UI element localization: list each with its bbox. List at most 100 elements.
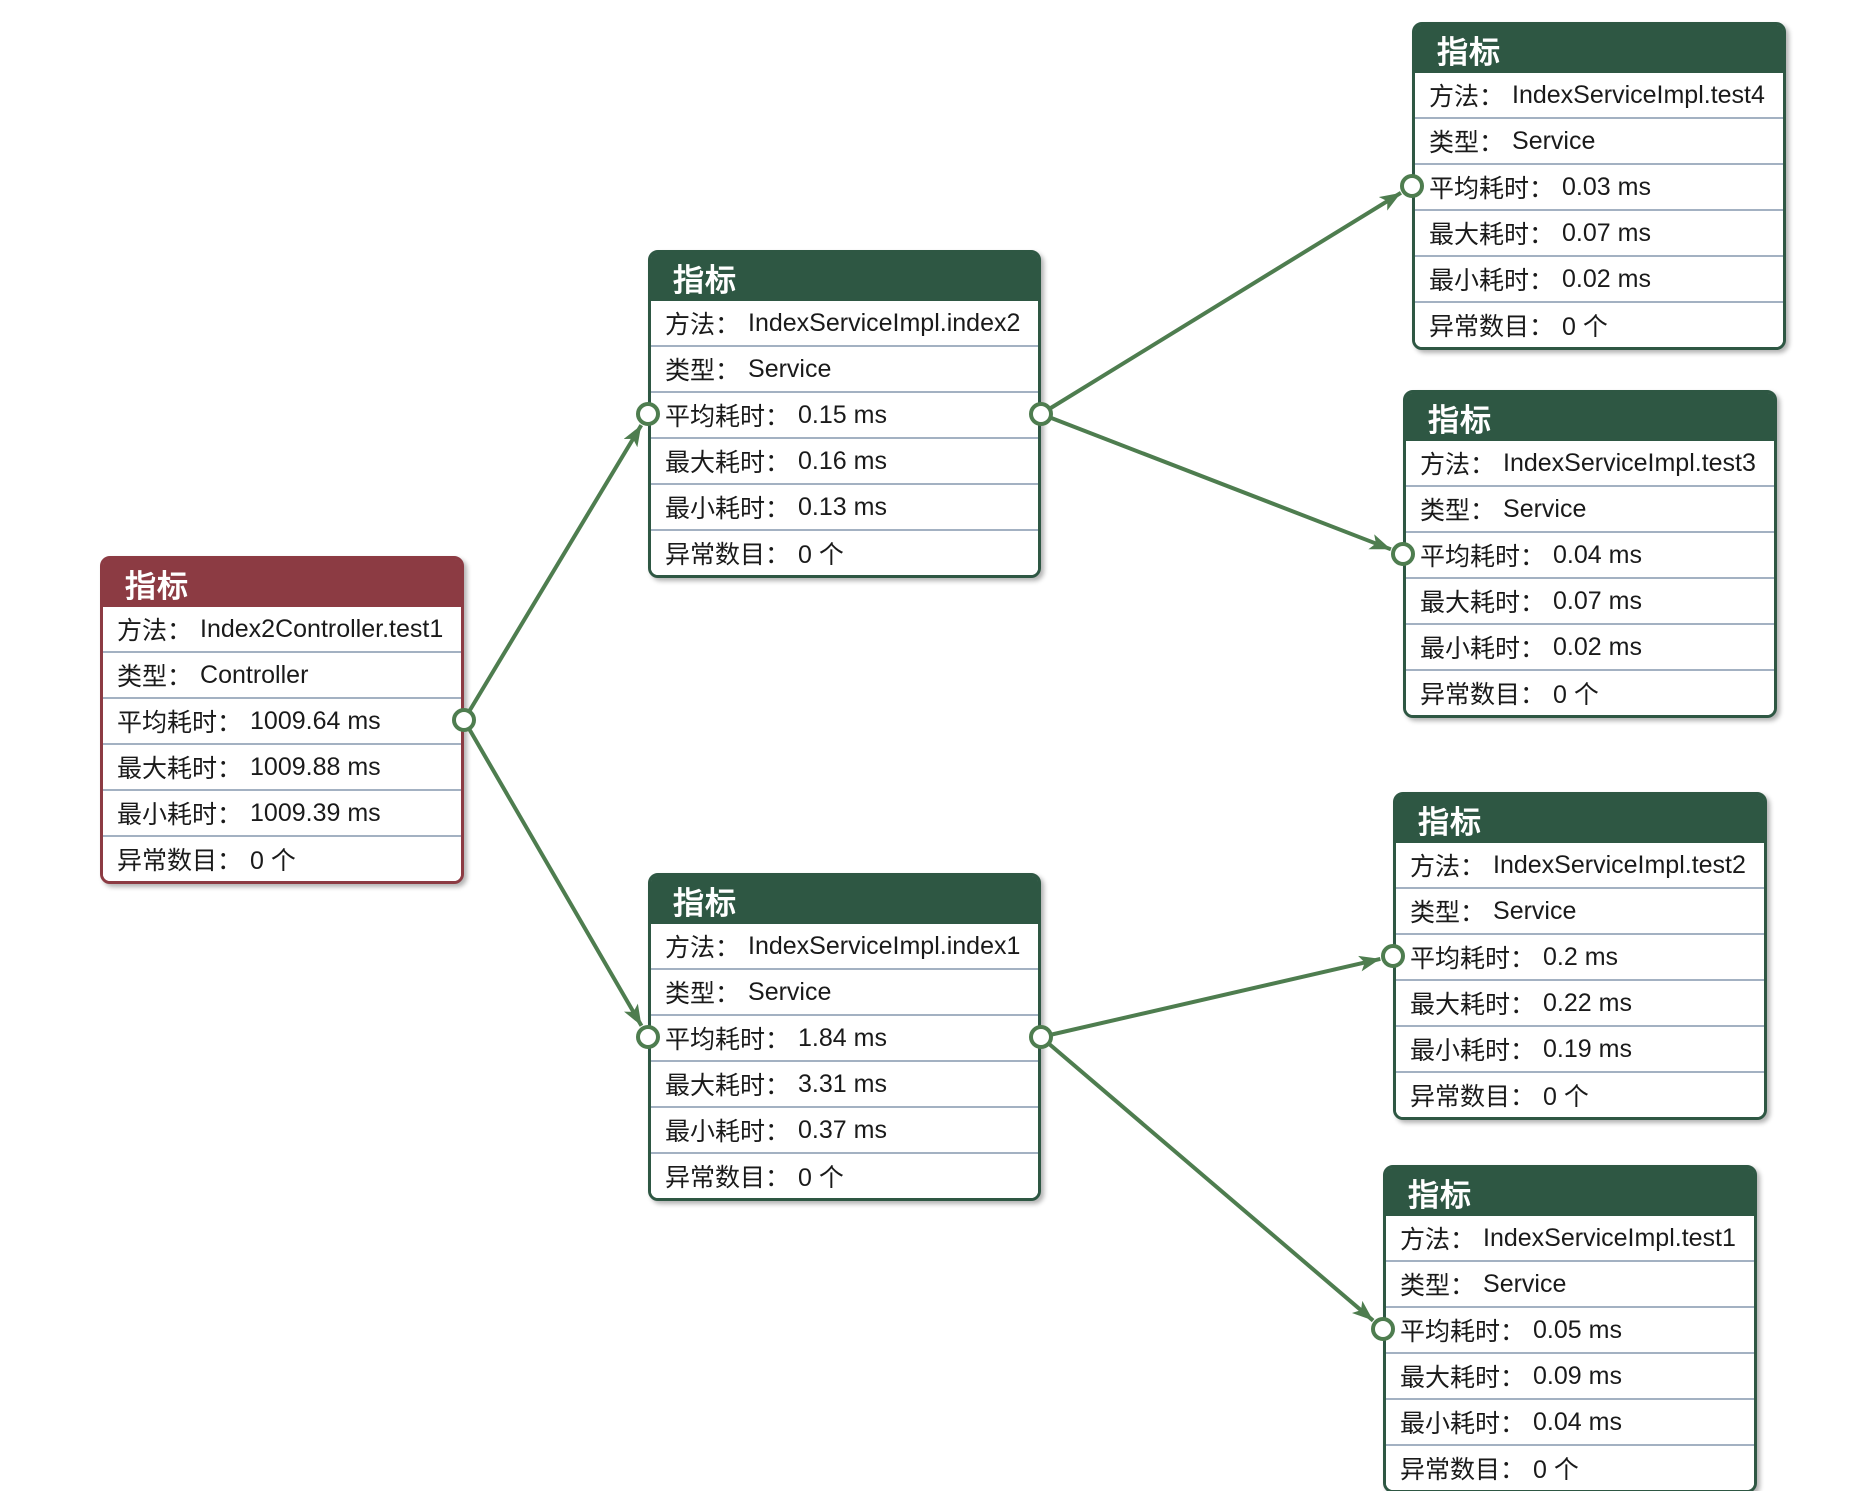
max-row: 最大耗时：0.22 ms [1396, 979, 1764, 1025]
method-row: 方法：IndexServiceImpl.test3 [1406, 441, 1774, 485]
min-value: 0.13 ms [798, 492, 887, 521]
metric-node-root[interactable]: 指标 方法：Index2Controller.test1 类型：Controll… [100, 556, 465, 884]
type-label: 类型： [1410, 899, 1486, 927]
type-label: 类型： [1400, 1272, 1476, 1300]
type-value: Service [1503, 494, 1587, 523]
avg-label: 平均耗时： [1410, 945, 1536, 973]
avg-value: 1.84 ms [798, 1023, 887, 1052]
method-value: IndexServiceImpl.test1 [1483, 1223, 1736, 1252]
edge-line-root-to-index2 [462, 424, 644, 722]
min-label: 最小耗时： [1400, 1410, 1526, 1438]
max-row: 最大耗时：0.16 ms [651, 437, 1039, 483]
metric-node-index2[interactable]: 指标 方法：IndexServiceImpl.index2 类型：Service… [648, 250, 1042, 578]
min-label: 最小耗时： [1429, 267, 1555, 295]
metric-node-test2[interactable]: 指标 方法：IndexServiceImpl.test2 类型：Service … [1393, 792, 1767, 1120]
max-row: 最大耗时：0.09 ms [1386, 1352, 1754, 1398]
min-value: 0.04 ms [1533, 1407, 1622, 1436]
method-row: 方法：IndexServiceImpl.test2 [1396, 843, 1764, 887]
type-value: Service [1483, 1269, 1567, 1298]
method-value: IndexServiceImpl.index2 [748, 308, 1021, 337]
type-row: 类型：Controller [103, 651, 462, 697]
edge-line-index1-to-test2 [1040, 955, 1381, 1039]
errors-row: 异常数目：0 个 [651, 529, 1039, 575]
type-label: 类型： [665, 980, 741, 1008]
type-value: Controller [200, 660, 309, 689]
min-row: 最小耗时：0.04 ms [1386, 1398, 1754, 1444]
max-value: 0.07 ms [1553, 586, 1642, 615]
method-label: 方法： [1410, 853, 1486, 881]
node-title: 指标 [1396, 795, 1764, 843]
max-value: 0.07 ms [1562, 218, 1651, 247]
avg-label: 平均耗时： [665, 403, 791, 431]
errors-label: 异常数目： [665, 1164, 791, 1192]
min-label: 最小耗时： [665, 495, 791, 523]
edge-line-root-to-index1 [462, 718, 644, 1027]
max-row: 最大耗时：0.07 ms [1415, 209, 1783, 255]
max-label: 最大耗时： [1420, 589, 1546, 617]
method-label: 方法： [1420, 451, 1496, 479]
max-label: 最大耗时： [1400, 1364, 1526, 1392]
method-label: 方法： [117, 617, 193, 645]
max-label: 最大耗时： [665, 449, 791, 477]
avg-row: 平均耗时：1.84 ms [651, 1014, 1039, 1060]
metric-node-test4[interactable]: 指标 方法：IndexServiceImpl.test4 类型：Service … [1412, 22, 1786, 350]
node-title: 指标 [1406, 393, 1774, 441]
method-row: 方法：IndexServiceImpl.test4 [1415, 73, 1783, 117]
errors-label: 异常数目： [1410, 1083, 1536, 1111]
edge-line-index2-to-test4 [1039, 191, 1402, 416]
max-value: 3.31 ms [798, 1069, 887, 1098]
errors-label: 异常数目： [1420, 681, 1546, 709]
metric-node-test1[interactable]: 指标 方法：IndexServiceImpl.test1 类型：Service … [1383, 1165, 1757, 1491]
min-value: 0.02 ms [1562, 264, 1651, 293]
min-label: 最小耗时： [1420, 635, 1546, 663]
errors-value: 0 个 [1562, 313, 1608, 341]
avg-label: 平均耗时： [1400, 1318, 1526, 1346]
metric-node-test3[interactable]: 指标 方法：IndexServiceImpl.test3 类型：Service … [1403, 390, 1777, 718]
errors-value: 0 个 [1533, 1456, 1579, 1484]
method-value: Index2Controller.test1 [200, 614, 444, 643]
max-value: 1009.88 ms [250, 752, 381, 781]
edge-line-index2-to-test3 [1040, 412, 1392, 552]
node-title: 指标 [103, 559, 462, 607]
avg-label: 平均耗时： [117, 709, 243, 737]
errors-label: 异常数目： [665, 541, 791, 569]
errors-label: 异常数目： [1429, 313, 1555, 341]
max-value: 0.16 ms [798, 446, 887, 475]
metric-node-index1[interactable]: 指标 方法：IndexServiceImpl.index1 类型：Service… [648, 873, 1042, 1201]
min-label: 最小耗时： [1410, 1037, 1536, 1065]
method-value: IndexServiceImpl.test4 [1512, 80, 1765, 109]
max-label: 最大耗时： [117, 755, 243, 783]
errors-value: 0 个 [1553, 681, 1599, 709]
type-label: 类型： [1420, 497, 1496, 525]
min-label: 最小耗时： [665, 1118, 791, 1146]
node-title: 指标 [1415, 25, 1783, 73]
max-row: 最大耗时：3.31 ms [651, 1060, 1039, 1106]
min-value: 0.37 ms [798, 1115, 887, 1144]
method-row: 方法：Index2Controller.test1 [103, 607, 462, 651]
max-row: 最大耗时：1009.88 ms [103, 743, 462, 789]
errors-value: 0 个 [250, 847, 296, 875]
avg-row: 平均耗时：0.05 ms [1386, 1306, 1754, 1352]
errors-row: 异常数目：0 个 [1415, 301, 1783, 347]
type-value: Service [748, 354, 832, 383]
errors-label: 异常数目： [117, 847, 243, 875]
errors-value: 0 个 [1543, 1083, 1589, 1111]
type-value: Service [748, 977, 832, 1006]
method-value: IndexServiceImpl.test2 [1493, 850, 1746, 879]
method-label: 方法： [1429, 83, 1505, 111]
avg-value: 0.05 ms [1533, 1315, 1622, 1344]
max-row: 最大耗时：0.07 ms [1406, 577, 1774, 623]
min-row: 最小耗时：0.13 ms [651, 483, 1039, 529]
type-row: 类型：Service [1396, 887, 1764, 933]
min-row: 最小耗时：0.02 ms [1406, 623, 1774, 669]
avg-label: 平均耗时： [1429, 175, 1555, 203]
avg-row: 平均耗时：0.03 ms [1415, 163, 1783, 209]
type-row: 类型：Service [651, 968, 1039, 1014]
type-row: 类型：Service [1406, 485, 1774, 531]
max-label: 最大耗时： [665, 1072, 791, 1100]
max-value: 0.09 ms [1533, 1361, 1622, 1390]
max-value: 0.22 ms [1543, 988, 1632, 1017]
min-row: 最小耗时：0.02 ms [1415, 255, 1783, 301]
method-label: 方法： [665, 934, 741, 962]
